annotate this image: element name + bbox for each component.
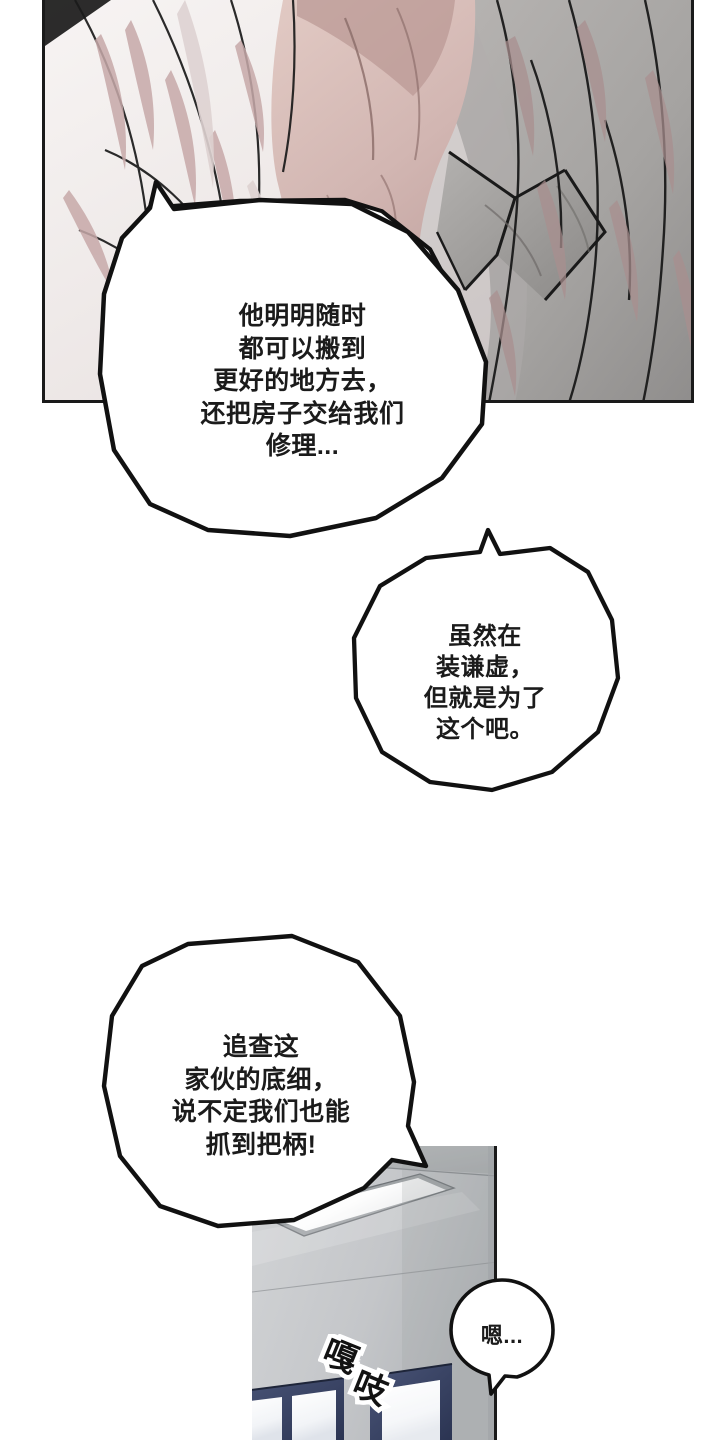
sfx-creak-glyphs: 嘎 吱 (313, 1328, 399, 1417)
panel-bottom-artwork (252, 1146, 494, 1440)
speech-bubble-2: 虽然在 装谦虚， 但就是为了 这个吧。 (340, 527, 630, 810)
sfx-char-2: 吱 (347, 1365, 394, 1413)
speech-bubble-1: 他明明随时 都可以搬到 更好的地方去， 还把房子交给我们 修理... (90, 178, 515, 553)
speech-bubble-3: 追查这 家伙的底细， 说不定我们也能 抓到把柄! (96, 930, 429, 1250)
bubble-4-shape (449, 1278, 555, 1396)
bubble-3-shape (101, 933, 429, 1229)
sfx-creak: 嘎 吱 (313, 1328, 428, 1435)
speech-bubble-4: 嗯... (443, 1276, 561, 1396)
panel-bottom (252, 1146, 497, 1440)
sfx-char-1: 嘎 (318, 1334, 363, 1381)
bubble-1-shape (97, 179, 489, 539)
bubble-2-shape (351, 527, 621, 793)
